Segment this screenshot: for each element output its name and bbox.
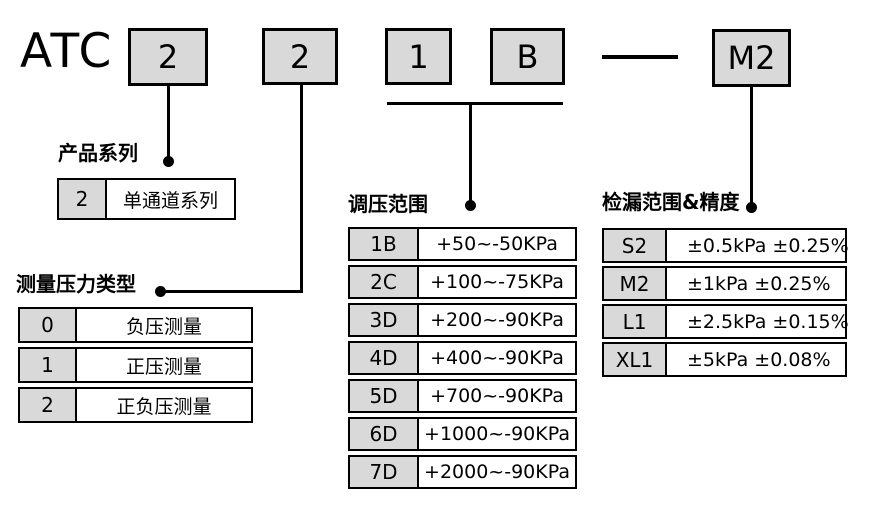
row-desc: 负压测量 xyxy=(125,315,202,338)
connector-type-hline xyxy=(161,290,303,293)
row-code: XL1 xyxy=(604,344,667,375)
row-desc: 正压测量 xyxy=(125,355,202,378)
row-code: 7D xyxy=(350,457,419,487)
code-box-pressure-type-value: 2 xyxy=(289,37,311,76)
connector-range-vline xyxy=(469,104,472,203)
row-code: M2 xyxy=(604,268,667,299)
code-box-series: 2 xyxy=(128,28,208,86)
row-code: 4D xyxy=(350,343,419,373)
row-code: 2C xyxy=(350,267,419,297)
connector-type-bullet xyxy=(155,286,166,297)
connector-series-bullet xyxy=(163,156,174,167)
row-code: L1 xyxy=(604,306,667,337)
row-desc: ±5kPa ±0.08% xyxy=(687,348,831,371)
row-code: 5D xyxy=(350,381,419,411)
regulation-range-label: 调压范围 xyxy=(348,192,428,216)
table-row: XL1 ±5kPa ±0.08% xyxy=(602,342,847,377)
row-code: 1B xyxy=(350,229,419,259)
pressure-type-label: 测量压力类型 xyxy=(16,272,136,296)
table-row: S2 ±0.5kPa ±0.25% xyxy=(602,228,849,263)
connector-type-vline xyxy=(300,85,303,293)
row-desc: +200~-90KPa xyxy=(430,309,564,331)
row-desc: +2000~-90KPa xyxy=(424,461,570,483)
product-series-table: 2 单通道系列 xyxy=(57,178,236,220)
row-desc: +400~-90KPa xyxy=(430,347,564,369)
row-desc: ±2.5kPa ±0.15% xyxy=(687,310,849,333)
connector-series-vline xyxy=(167,86,170,158)
table-row: 2 正负压测量 xyxy=(18,387,253,423)
pressure-type-table: 0 负压测量 1 正压测量 2 正负压测量 xyxy=(18,307,253,427)
row-desc: ±0.5kPa ±0.25% xyxy=(687,234,849,257)
table-row: 0 负压测量 xyxy=(18,307,253,343)
table-row: 2C +100~-75KPa xyxy=(348,265,577,299)
row-code: 6D xyxy=(350,419,419,449)
product-prefix: ATC xyxy=(20,24,114,79)
row-code: S2 xyxy=(604,230,667,261)
row-code: 0 xyxy=(20,309,77,341)
table-row: 2 单通道系列 xyxy=(57,178,236,220)
row-code: 2 xyxy=(20,389,77,421)
connector-range-bullet xyxy=(465,200,476,211)
table-row: 1B +50~-50KPa xyxy=(348,227,577,261)
code-box-range-letter-value: B xyxy=(516,37,539,76)
code-box-leak-accuracy-value: M2 xyxy=(727,39,776,77)
table-row: 3D +200~-90KPa xyxy=(348,303,577,337)
table-row: M2 ±1kPa ±0.25% xyxy=(602,266,847,301)
code-box-series-value: 2 xyxy=(157,38,179,76)
row-code: 2 xyxy=(59,180,107,218)
row-desc: +1000~-90KPa xyxy=(424,423,570,445)
leak-range-accuracy-label: 检漏范围&精度 xyxy=(602,190,740,214)
range-bracket-line xyxy=(387,102,563,105)
row-desc: +50~-50KPa xyxy=(436,233,558,255)
table-row: 7D +2000~-90KPa xyxy=(348,455,577,489)
table-row: 5D +700~-90KPa xyxy=(348,379,577,413)
connector-leak-bullet xyxy=(746,202,757,213)
product-series-label: 产品系列 xyxy=(58,141,138,165)
table-row: 1 正压测量 xyxy=(18,347,253,383)
table-row: 4D +400~-90KPa xyxy=(348,341,577,375)
code-box-leak-accuracy: M2 xyxy=(712,29,791,87)
connector-leak-vline xyxy=(750,87,753,205)
row-code: 3D xyxy=(350,305,419,335)
code-box-pressure-type: 2 xyxy=(262,28,338,85)
regulation-range-table: 1B +50~-50KPa 2C +100~-75KPa 3D +200~-90… xyxy=(348,227,577,493)
row-code: 1 xyxy=(20,349,77,381)
row-desc: +100~-75KPa xyxy=(430,271,564,293)
code-box-range-digit-value: 1 xyxy=(408,37,429,76)
table-row: L1 ±2.5kPa ±0.15% xyxy=(602,304,849,339)
separator-dash xyxy=(602,55,678,59)
code-box-range-digit: 1 xyxy=(385,28,452,85)
row-desc: 正负压测量 xyxy=(116,395,212,418)
code-box-range-letter: B xyxy=(490,28,565,85)
row-desc: 单通道系列 xyxy=(122,189,218,212)
row-desc: +700~-90KPa xyxy=(430,385,564,407)
table-row: 6D +1000~-90KPa xyxy=(348,417,577,451)
row-desc: ±1kPa ±0.25% xyxy=(687,272,831,295)
leak-range-accuracy-table: S2 ±0.5kPa ±0.25% M2 ±1kPa ±0.25% L1 ±2.… xyxy=(602,228,849,380)
